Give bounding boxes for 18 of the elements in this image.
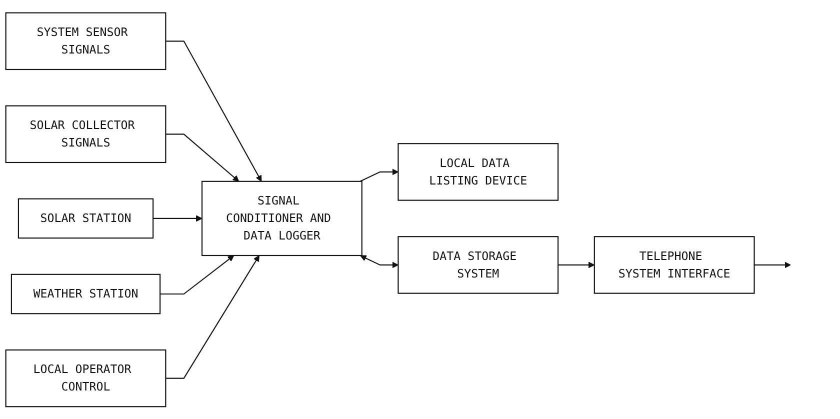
node-box: LOCAL DATA LISTING DEVICE — [398, 142, 559, 201]
node-box: SYSTEM SENSOR SIGNALS — [5, 12, 166, 70]
arrow — [558, 262, 595, 268]
node-box: SIGNAL CONDITIONER AND DATA LOGGER — [201, 180, 362, 256]
node-box: TELEPHONE SYSTEM INTERFACE — [594, 236, 755, 294]
node-box: WEATHER STATION — [10, 274, 161, 314]
arrow — [360, 168, 398, 182]
node-box: SOLAR STATION — [18, 198, 154, 238]
arrow — [754, 262, 791, 268]
arrow — [160, 254, 234, 294]
arrow — [166, 40, 262, 182]
node-box: DATA STORAGE SYSTEM — [398, 236, 559, 294]
arrow — [166, 133, 240, 182]
arrow — [360, 254, 398, 268]
arrow — [166, 254, 260, 379]
node-box: LOCAL OPERATOR CONTROL — [5, 349, 166, 407]
node-box: SOLAR COLLECTOR SIGNALS — [5, 105, 166, 163]
arrow — [153, 215, 202, 222]
